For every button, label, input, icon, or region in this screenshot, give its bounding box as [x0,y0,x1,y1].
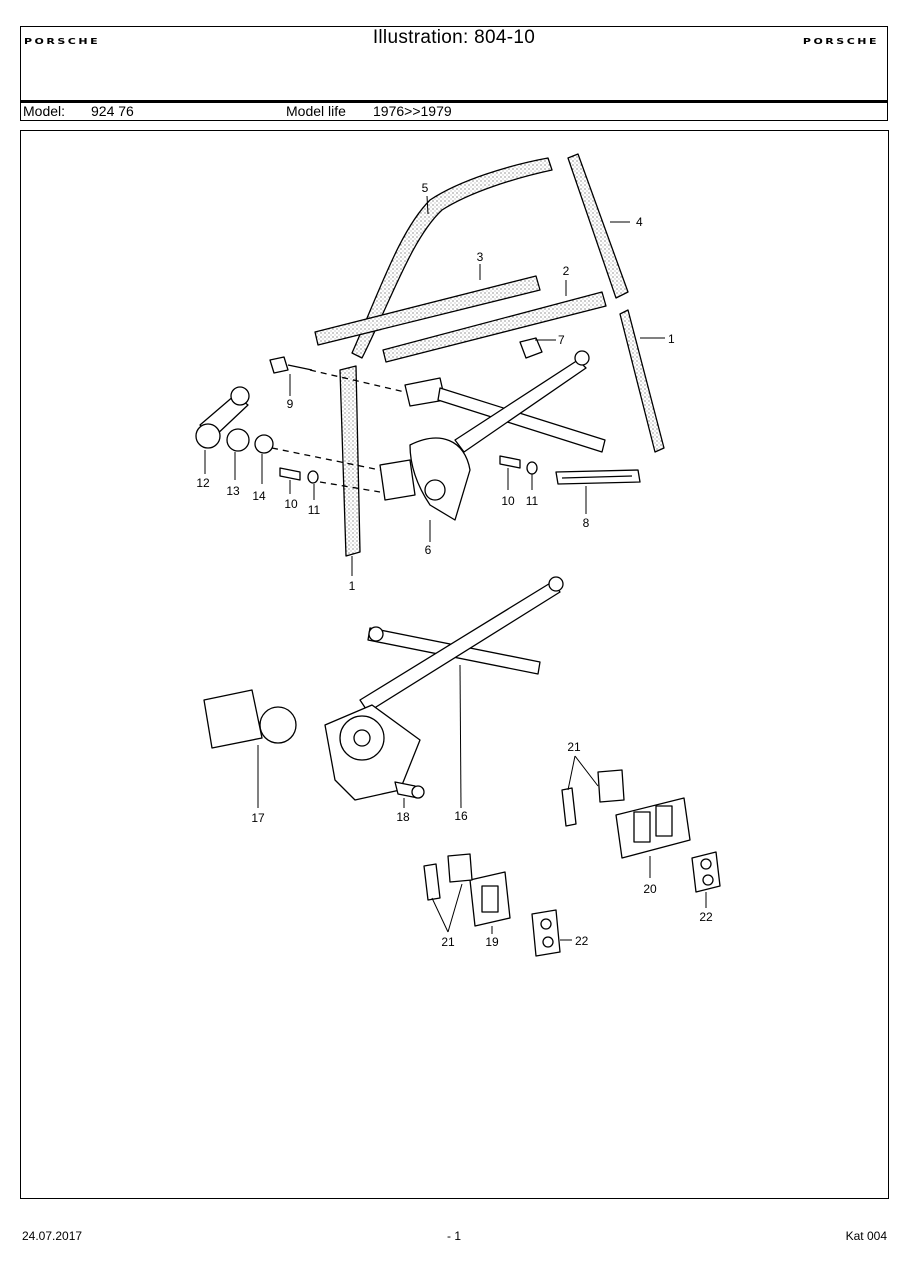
callout-21-upper: 21 [567,740,581,754]
header-divider [21,100,887,103]
callout-20: 20 [643,882,657,896]
footer-catalog: Kat 004 [845,1229,887,1243]
model-life-value: 1976>>1979 [373,103,452,119]
callout-1-left: 1 [349,579,356,593]
footer-page-number: - 1 [447,1229,462,1243]
callout-9: 9 [287,397,294,411]
callout-16: 16 [454,809,468,823]
callout-17: 17 [251,811,265,825]
callout-18: 18 [396,810,410,824]
callout-12: 12 [196,476,210,490]
callout-8: 8 [583,516,590,530]
model-label: Model: [23,103,66,119]
callout-22-upper: 22 [699,910,713,924]
page-header: PORSCHE Illustration: 804-10 PORSCHE Mod… [20,26,888,121]
callout-22-lower: 22 [575,934,589,948]
callout-5: 5 [422,181,429,195]
illustration-title: Illustration: 804-10 [372,27,536,48]
callout-1-right: 1 [668,332,675,346]
porsche-logo-left: PORSCHE [24,36,101,47]
callout-2: 2 [563,264,570,278]
model-value: 924 76 [91,103,134,119]
model-info-row: Model: 924 76 Model life 1976>>1979 [21,103,887,120]
callout-10-right: 10 [501,494,515,508]
illustration-frame [20,130,889,1199]
callout-19: 19 [485,935,499,949]
model-life-label: Model life [286,103,346,119]
callout-11-right: 11 [526,494,539,508]
callout-4: 4 [636,215,643,229]
parts-drawing: 5 4 3 2 1 7 9 1 6 8 12 13 14 10 11 10 11… [195,153,721,957]
callout-21-lower: 21 [441,935,455,949]
callout-13: 13 [226,484,240,498]
callout-6: 6 [425,543,432,557]
callout-11-left: 11 [308,503,321,517]
porsche-logo-right: PORSCHE [802,36,879,47]
callout-10-left: 10 [284,497,298,511]
callout-7: 7 [558,333,565,347]
exploded-parts-diagram: 5 4 3 2 1 7 9 1 6 8 12 13 14 10 11 10 11… [150,140,760,970]
footer-date: 24.07.2017 [22,1229,83,1243]
callout-14: 14 [252,489,266,503]
callout-3: 3 [477,250,484,264]
